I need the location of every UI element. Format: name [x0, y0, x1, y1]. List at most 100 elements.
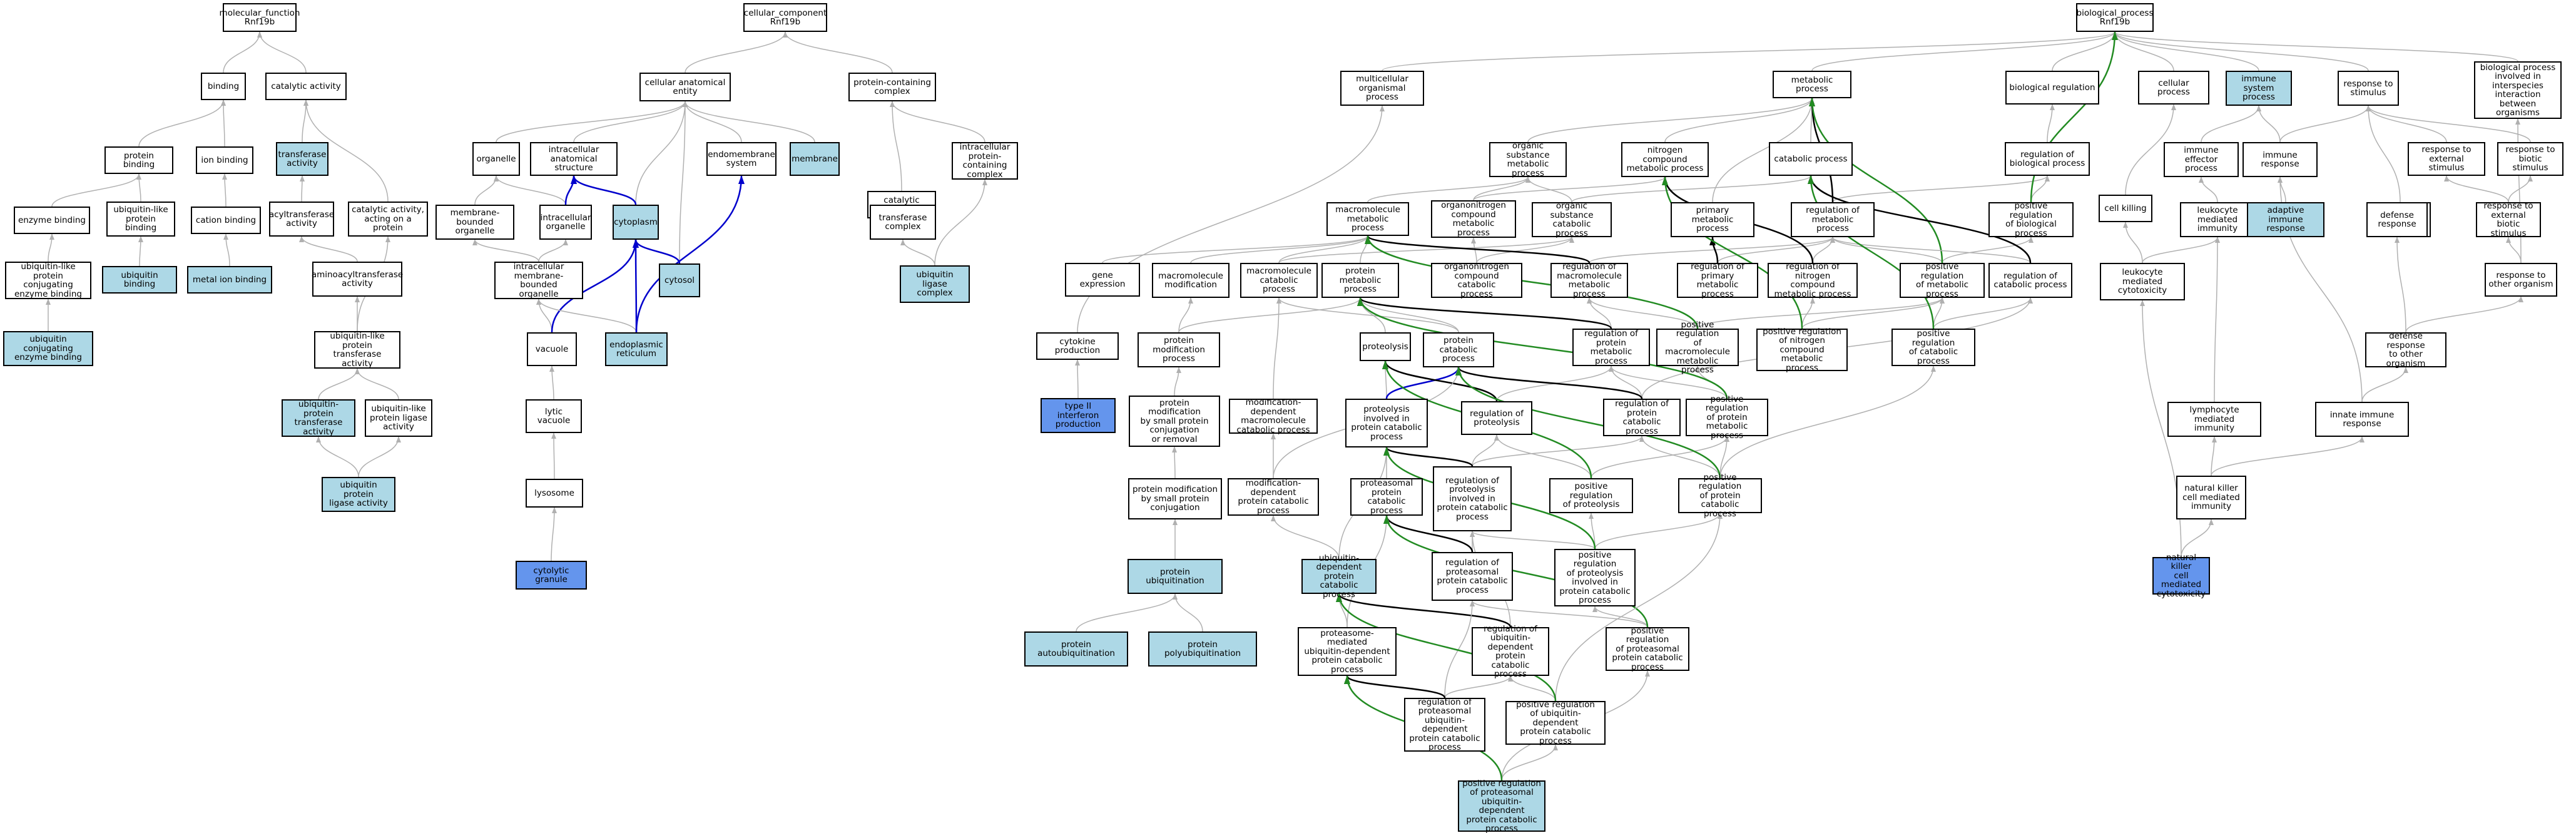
go-term-proteasome-mediated-ubiquitin-dependent-protein-catabolic-process[interactable]: proteasome-mediated ubiquitin-dependent …: [1298, 627, 1397, 676]
go-term-regulation-of-catabolic-process[interactable]: regulation of catabolic process: [1988, 263, 2072, 298]
go-term-regulation-of-primary-metabolic-process[interactable]: regulation of primary metabolic process: [1677, 262, 1758, 299]
go-term-positive-regulation-of-protein-metabolic-process[interactable]: positive regulation of protein metabolic…: [1686, 395, 1768, 440]
go-term-proteolysis[interactable]: proteolysis: [1360, 332, 1411, 361]
go-term-protein-metabolic-process[interactable]: protein metabolic process: [1321, 263, 1399, 298]
go-term-ubiquitin-like-protein-ligase-activity[interactable]: ubiquitin-like protein ligase activity: [365, 399, 432, 437]
go-term-endoplasmic-reticulum[interactable]: endoplasmic reticulum: [605, 332, 668, 366]
go-term-natural-killer-cell-mediated-cytotoxicity[interactable]: natural killer cell mediated cytotoxicit…: [2152, 553, 2210, 598]
go-term-molecular-function-rnf19b[interactable]: molecular_function Rnf19b: [220, 3, 300, 32]
go-term-organonitrogen-compound-catabolic-process[interactable]: organonitrogen compound catabolic proces…: [1431, 262, 1522, 299]
go-term-lytic-vacuole[interactable]: lytic vacuole: [526, 399, 582, 433]
go-term-lysosome[interactable]: lysosome: [526, 479, 583, 508]
go-term-cytolytic-granule[interactable]: cytolytic granule: [516, 561, 587, 590]
go-term-modification-dependent-protein-catabolic-process[interactable]: modification-dependent protein catabolic…: [1228, 478, 1319, 516]
go-term-catalytic-activity[interactable]: catalytic activity: [265, 73, 347, 100]
go-term-protein-catabolic-process[interactable]: protein catabolic process: [1423, 332, 1494, 367]
go-term-binding[interactable]: binding: [201, 73, 246, 100]
go-term-response-to-stimulus[interactable]: response to stimulus: [2338, 71, 2399, 106]
go-term-multicellular-organismal-process[interactable]: multicellular organismal process: [1340, 71, 1424, 106]
go-term-proteolysis-involved-in-protein-catabolic-process[interactable]: proteolysis involved in protein cataboli…: [1345, 399, 1428, 447]
go-term-innate-immune-response[interactable]: innate immune response: [2315, 402, 2409, 437]
go-term-regulation-of-biological-process[interactable]: regulation of biological process: [2005, 142, 2090, 176]
go-term-macromolecule-catabolic-process[interactable]: macromolecule catabolic process: [1240, 263, 1318, 298]
go-term-protein-modification-by-small-protein-conjugation-or-removal[interactable]: protein modification by small protein co…: [1129, 396, 1220, 447]
go-term-positive-regulation-of-macromolecule-metabolic-process[interactable]: positive regulation of macromolecule met…: [1656, 320, 1739, 374]
go-term-positive-regulation-of-biological-process[interactable]: positive regulation of biological proces…: [1988, 202, 2074, 238]
go-term-organonitrogen-compound-metabolic-process[interactable]: organonitrogen compound metabolic proces…: [1431, 200, 1516, 238]
go-term-response-to-biotic-stimulus[interactable]: response to biotic stimulus: [2497, 142, 2563, 176]
go-term-membrane[interactable]: membrane: [790, 142, 840, 176]
go-term-positive-regulation-of-ubiquitin-dependent-protein-catabolic-process[interactable]: positive regulation of ubiquitin-depende…: [1505, 700, 1606, 745]
go-term-protein-binding[interactable]: protein binding: [104, 146, 173, 174]
go-term-immune-effector-process[interactable]: immune effector process: [2164, 142, 2239, 177]
go-term-intracellular-protein-containing-complex[interactable]: intracellular protein-containing complex: [952, 142, 1018, 180]
go-term-biological-regulation[interactable]: biological regulation: [2005, 71, 2099, 105]
go-term-protein-modification-by-small-protein-conjugation[interactable]: protein modification by small protein co…: [1128, 478, 1222, 519]
go-term-membrane-bounded-organelle[interactable]: membrane-bounded organelle: [435, 205, 514, 240]
go-term-protein-ubiquitination[interactable]: protein ubiquitination: [1128, 559, 1223, 594]
go-term-response-to-other-organism[interactable]: response to other organism: [2485, 263, 2557, 297]
go-term-regulation-of-protein-metabolic-process[interactable]: regulation of protein metabolic process: [1572, 329, 1650, 366]
go-term-metal-ion-binding[interactable]: metal ion binding: [187, 266, 272, 294]
go-term-cytosol[interactable]: cytosol: [659, 263, 700, 297]
go-term-immune-response[interactable]: immune response: [2243, 142, 2318, 177]
go-term-positive-regulation-of-catabolic-process[interactable]: positive regulation of catabolic process: [1891, 329, 1975, 366]
go-term-positive-regulation-of-nitrogen-compound-metabolic-process[interactable]: positive regulation of nitrogen compound…: [1756, 327, 1848, 372]
go-term-ubiquitin-like-protein-conjugating-enzyme-binding[interactable]: ubiquitin-like protein conjugating enzym…: [5, 262, 91, 299]
go-term-positive-regulation-of-proteolysis-involved-in-protein-catabolic-process[interactable]: positive regulation of proteolysis invol…: [1554, 549, 1636, 606]
go-term-ubiquitin-like-protein-transferase-activity[interactable]: ubiquitin-like protein transferase activ…: [314, 331, 400, 369]
go-term-ubiquitin-conjugating-enzyme-binding[interactable]: ubiquitin conjugating enzyme binding: [3, 331, 93, 366]
go-term-cation-binding[interactable]: cation binding: [191, 207, 261, 234]
go-term-intracellular-anatomical-structure[interactable]: intracellular anatomical structure: [530, 142, 618, 176]
go-term-catabolic-process[interactable]: catabolic process: [1769, 142, 1853, 176]
go-term-regulation-of-proteolysis-involved-in-protein-catabolic-process[interactable]: regulation of proteolysis involved in pr…: [1433, 466, 1512, 531]
go-term-transferase-activity[interactable]: transferase activity: [276, 142, 328, 176]
go-term-protein-polyubiquitination[interactable]: protein polyubiquitination: [1148, 631, 1257, 667]
go-term-positive-regulation-of-protein-catabolic-process[interactable]: positive regulation of protein catabolic…: [1678, 473, 1762, 518]
go-term-cellular-component-rnf19b[interactable]: cellular_component Rnf19b: [743, 3, 827, 32]
go-term-cellular-process[interactable]: cellular process: [2138, 71, 2209, 105]
go-term-cytoplasm[interactable]: cytoplasm: [613, 205, 659, 240]
go-term-ubiquitin-ligase-complex[interactable]: ubiquitin ligase complex: [900, 265, 970, 303]
go-term-metabolic-process[interactable]: metabolic process: [1773, 71, 1851, 98]
go-term-lymphocyte-mediated-immunity[interactable]: lymphocyte mediated immunity: [2167, 402, 2261, 437]
go-term-organic-substance-catabolic-process[interactable]: organic substance catabolic process: [1532, 202, 1612, 238]
go-term-positive-regulation-of-proteolysis[interactable]: positive regulation of proteolysis: [1549, 478, 1633, 513]
go-term-positive-regulation-of-proteasomal-protein-catabolic-process[interactable]: positive regulation of proteasomal prote…: [1606, 626, 1689, 672]
go-term-modification-dependent-macromolecule-catabolic-process[interactable]: modification-dependent macromolecule cat…: [1229, 398, 1318, 434]
go-term-ubiquitin-like-protein-binding[interactable]: ubiquitin-like protein binding: [106, 202, 175, 237]
go-term-regulation-of-proteolysis[interactable]: regulation of proteolysis: [1461, 401, 1532, 435]
go-term-biological-process-rnf19b[interactable]: biological_process Rnf19b: [2076, 3, 2154, 32]
go-term-adaptive-immune-response[interactable]: adaptive immune response: [2247, 202, 2324, 237]
go-term-organelle[interactable]: organelle: [472, 142, 520, 176]
go-term-ubiquitin-binding[interactable]: ubiquitin binding: [102, 266, 177, 294]
go-term-aminoacyltransferase-activity[interactable]: aminoacyltransferase activity: [312, 262, 403, 297]
go-term-natural-killer-cell-mediated-immunity[interactable]: natural killer cell mediated immunity: [2176, 476, 2246, 519]
go-term-regulation-of-proteasomal-protein-catabolic-process[interactable]: regulation of proteasomal protein catabo…: [1432, 552, 1513, 601]
go-term-positive-regulation-of-metabolic-process[interactable]: positive regulation of metabolic process: [1900, 262, 1985, 299]
go-term-acyltransferase-activity[interactable]: acyltransferase activity: [269, 202, 334, 237]
go-term-defense-response[interactable]: defense response: [2366, 202, 2428, 237]
go-term-organic-substance-metabolic-process[interactable]: organic substance metabolic process: [1489, 141, 1567, 178]
go-term-regulation-of-proteasomal-ubiquitin-dependent-protein-catabolic-process[interactable]: regulation of proteasomal ubiquitin-depe…: [1404, 697, 1485, 752]
go-term-cytokine-production[interactable]: cytokine production: [1036, 332, 1119, 360]
go-term-regulation-of-metabolic-process[interactable]: regulation of metabolic process: [1791, 202, 1875, 237]
go-term-leukocyte-mediated-cytotoxicity[interactable]: leukocyte mediated cytotoxicity: [2100, 263, 2185, 300]
go-term-intracellular-membrane-bounded-organelle[interactable]: intracellular membrane-bounded organelle: [494, 262, 583, 299]
go-term-positive-regulation-of-proteasomal-ubiquitin-dependent-protein-catabolic-process[interactable]: positive regulation of proteasomal ubiqu…: [1458, 779, 1545, 833]
go-term-leukocyte-mediated-immunity[interactable]: leukocyte mediated immunity: [2180, 202, 2255, 237]
go-term-biological-process-involved-in-interspecies-interaction-between-organisms[interactable]: biological process involved in interspec…: [2474, 61, 2562, 119]
go-term-regulation-of-nitrogen-compound-metabolic-process[interactable]: regulation of nitrogen compound metaboli…: [1768, 262, 1858, 299]
go-term-defense-response-to-other-organism[interactable]: defense response to other organism: [2365, 332, 2446, 368]
go-term-immune-system-process[interactable]: immune system process: [2226, 71, 2292, 106]
go-term-response-to-external-stimulus[interactable]: response to external stimulus: [2408, 142, 2485, 176]
go-term-protein-containing-complex[interactable]: protein-containing complex: [848, 73, 936, 101]
go-term-intracellular-organelle[interactable]: intracellular organelle: [539, 205, 592, 240]
go-term-endomembrane-system[interactable]: endomembrane system: [706, 142, 776, 176]
go-term-transferase-complex[interactable]: transferase complex: [870, 205, 936, 240]
go-term-macromolecule-metabolic-process[interactable]: macromolecule metabolic process: [1326, 202, 1409, 236]
go-term-proteasomal-protein-catabolic-process[interactable]: proteasomal protein catabolic process: [1350, 478, 1423, 516]
go-term-type-ii-interferon-production[interactable]: type II interferon production: [1041, 398, 1116, 433]
go-term-ubiquitin-protein-transferase-activity[interactable]: ubiquitin-protein transferase activity: [282, 399, 355, 437]
go-term-vacuole[interactable]: vacuole: [527, 332, 577, 366]
